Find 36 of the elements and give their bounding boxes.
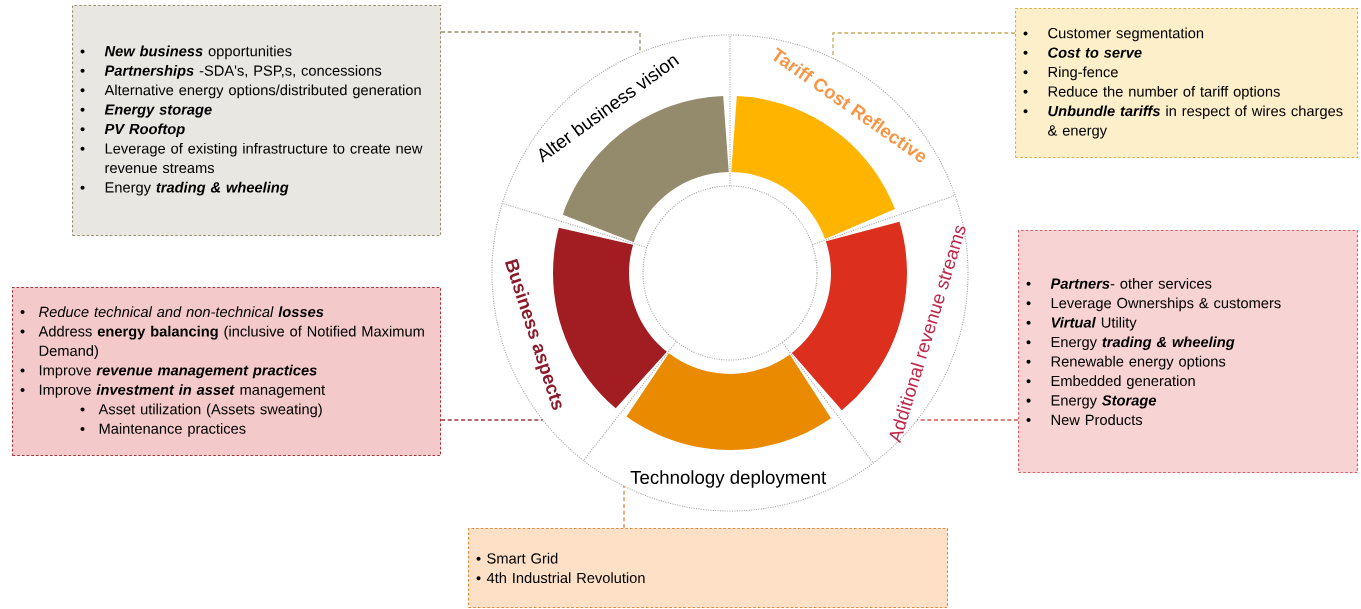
bullet-item: Leverage Ownerships & customers	[1026, 297, 1281, 312]
bullet-box	[1018, 230, 1358, 474]
segment-label: Technology deployment	[630, 470, 827, 488]
bullet-item: Reduce the number of tariff options	[1023, 85, 1280, 100]
bullet-item: Customer segmentation	[1023, 27, 1204, 42]
bullet-box	[72, 5, 442, 237]
bullet-item: Partnerships -SDA's, PSP,s, concessions	[80, 65, 382, 79]
bullet-item: Embedded generation	[1026, 375, 1195, 389]
bullet-item: Energy Storage	[1026, 395, 1157, 409]
bullet-item: Ring-fence	[1023, 66, 1118, 81]
bullet-item: Virtual Utility	[1026, 316, 1137, 331]
bullet-item: Improve revenue management practices	[20, 364, 317, 379]
bullet-item: Improve investment in asset management	[20, 384, 326, 398]
bullet-item: Unbundle tariffs in respect of wires charges & energy	[1023, 105, 1343, 139]
leader-line	[623, 485, 625, 529]
bullet-item: PV Rooftop	[80, 123, 185, 138]
leader-line	[440, 419, 544, 421]
bullet-item: Maintenance practices	[80, 423, 246, 437]
bullet-item: Cost to serve	[1023, 47, 1142, 58]
bullet-item: Asset utilization (Assets sweating)	[80, 403, 322, 418]
bullet-item: Smart Grid	[476, 552, 558, 564]
bullet-box	[468, 528, 948, 608]
bullet-item: Address energy balancing (inclusive of Notified Maximum Demand)	[20, 325, 424, 359]
bullet-item: Partners- other services	[1026, 278, 1212, 289]
bullet-item: Reduce technical and non-technical losses	[20, 306, 324, 318]
bullet-item: New business opportunities	[80, 45, 292, 60]
bullet-item: New Products	[1026, 414, 1143, 426]
leader-line	[916, 419, 1019, 421]
bullet-item: 4th Industrial Revolution	[476, 572, 645, 584]
bullet-item: Energy trading & wheeling	[80, 181, 289, 196]
bullet-item: Renewable energy options	[1026, 355, 1226, 370]
bullet-item: Energy storage	[80, 104, 212, 118]
bullet-box	[1015, 8, 1359, 159]
bullet-item: Energy trading & wheeling	[1026, 336, 1235, 351]
bullet-item: Alternative energy options/distributed generation	[80, 84, 421, 99]
bullet-box	[12, 287, 442, 457]
